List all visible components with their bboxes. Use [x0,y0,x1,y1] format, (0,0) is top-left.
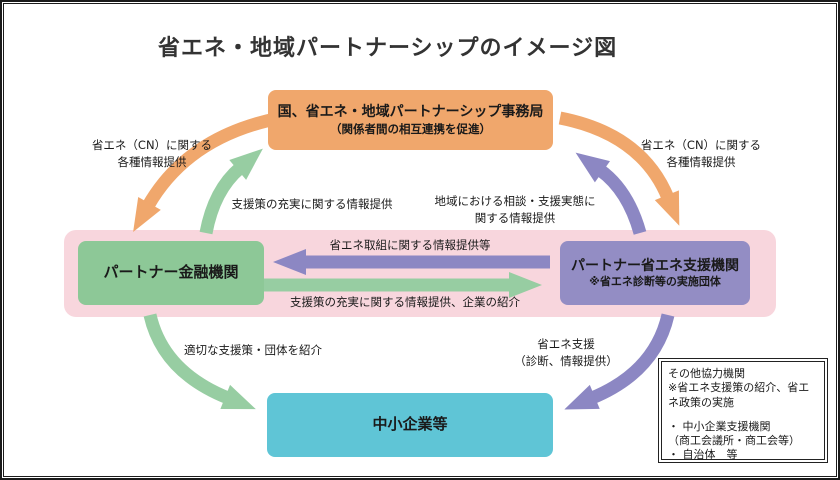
sme-box: 中小企業等 [267,393,553,457]
arrow-support-to-hq [575,152,647,235]
other-orgs-item-sme-support: ・ 中小企業支援機関 [668,419,771,433]
label-finance-to-hq: 支援策の充実に関する情報提供 [231,197,393,211]
arrow-support-to-sme [564,313,675,410]
label-support-to-hq: 地域における相談・支援実態に 関する情報提供 [434,194,596,225]
other-orgs-item-municipality: ・ 自治体 等 [668,448,738,462]
energy-support-subtitle: ※省エネ診断等の実施団体 [589,274,721,288]
sme-title: 中小企業等 [372,415,448,434]
label-finance-to-support: 支援策の充実に関する情報提供、企業の紹介 [290,295,520,309]
label-finance-to-sme: 適切な支援策・団体を紹介 [184,343,322,357]
label-support-to-sme: 省エネ支援 （診断、情報提供） [514,337,618,368]
secretariat-title: 国、省エネ・地域パートナーシップ事務局 [277,104,544,121]
other-orgs-item-sme-support-detail: （商工会議所・商工会等） [668,434,800,448]
secretariat-subtitle: （関係者間の相互連携を促進） [330,121,491,136]
label-hq-to-support-info: 省エネ（CN）に関する 各種情報提供 [640,138,762,169]
finance-box: パートナー金融機関 [78,241,264,305]
arrow-finance-to-hq [199,148,263,235]
secretariat-box: 国、省エネ・地域パートナーシップ事務局 （関係者間の相互連携を促進） [268,90,553,150]
energy-support-box: パートナー省エネ支援機関 ※省エネ診断等の実施団体 [560,241,750,305]
label-hq-to-finance-info: 省エネ（CN）に関する 各種情報提供 [91,138,213,169]
other-cooperating-orgs-box: その他協力機関 ※省エネ支援策の紹介、省エネ政策の実施 ・ 中小企業支援機関 （… [658,358,828,463]
other-orgs-heading: その他協力機関 [668,367,745,380]
arrow-hq-to-finance [133,111,282,233]
diagram-title: 省エネ・地域パートナーシップのイメージ図 [158,36,618,61]
other-orgs-note: ※省エネ支援策の紹介、省エネ政策の実施 [668,381,810,409]
energy-support-title: パートナー省エネ支援機関 [571,257,739,274]
label-support-to-finance: 省エネ取組に関する情報提供等 [329,238,491,252]
arrow-hq-to-support [558,111,680,226]
finance-title: パートナー金融機関 [103,263,239,282]
arrow-finance-to-sme [143,313,256,410]
